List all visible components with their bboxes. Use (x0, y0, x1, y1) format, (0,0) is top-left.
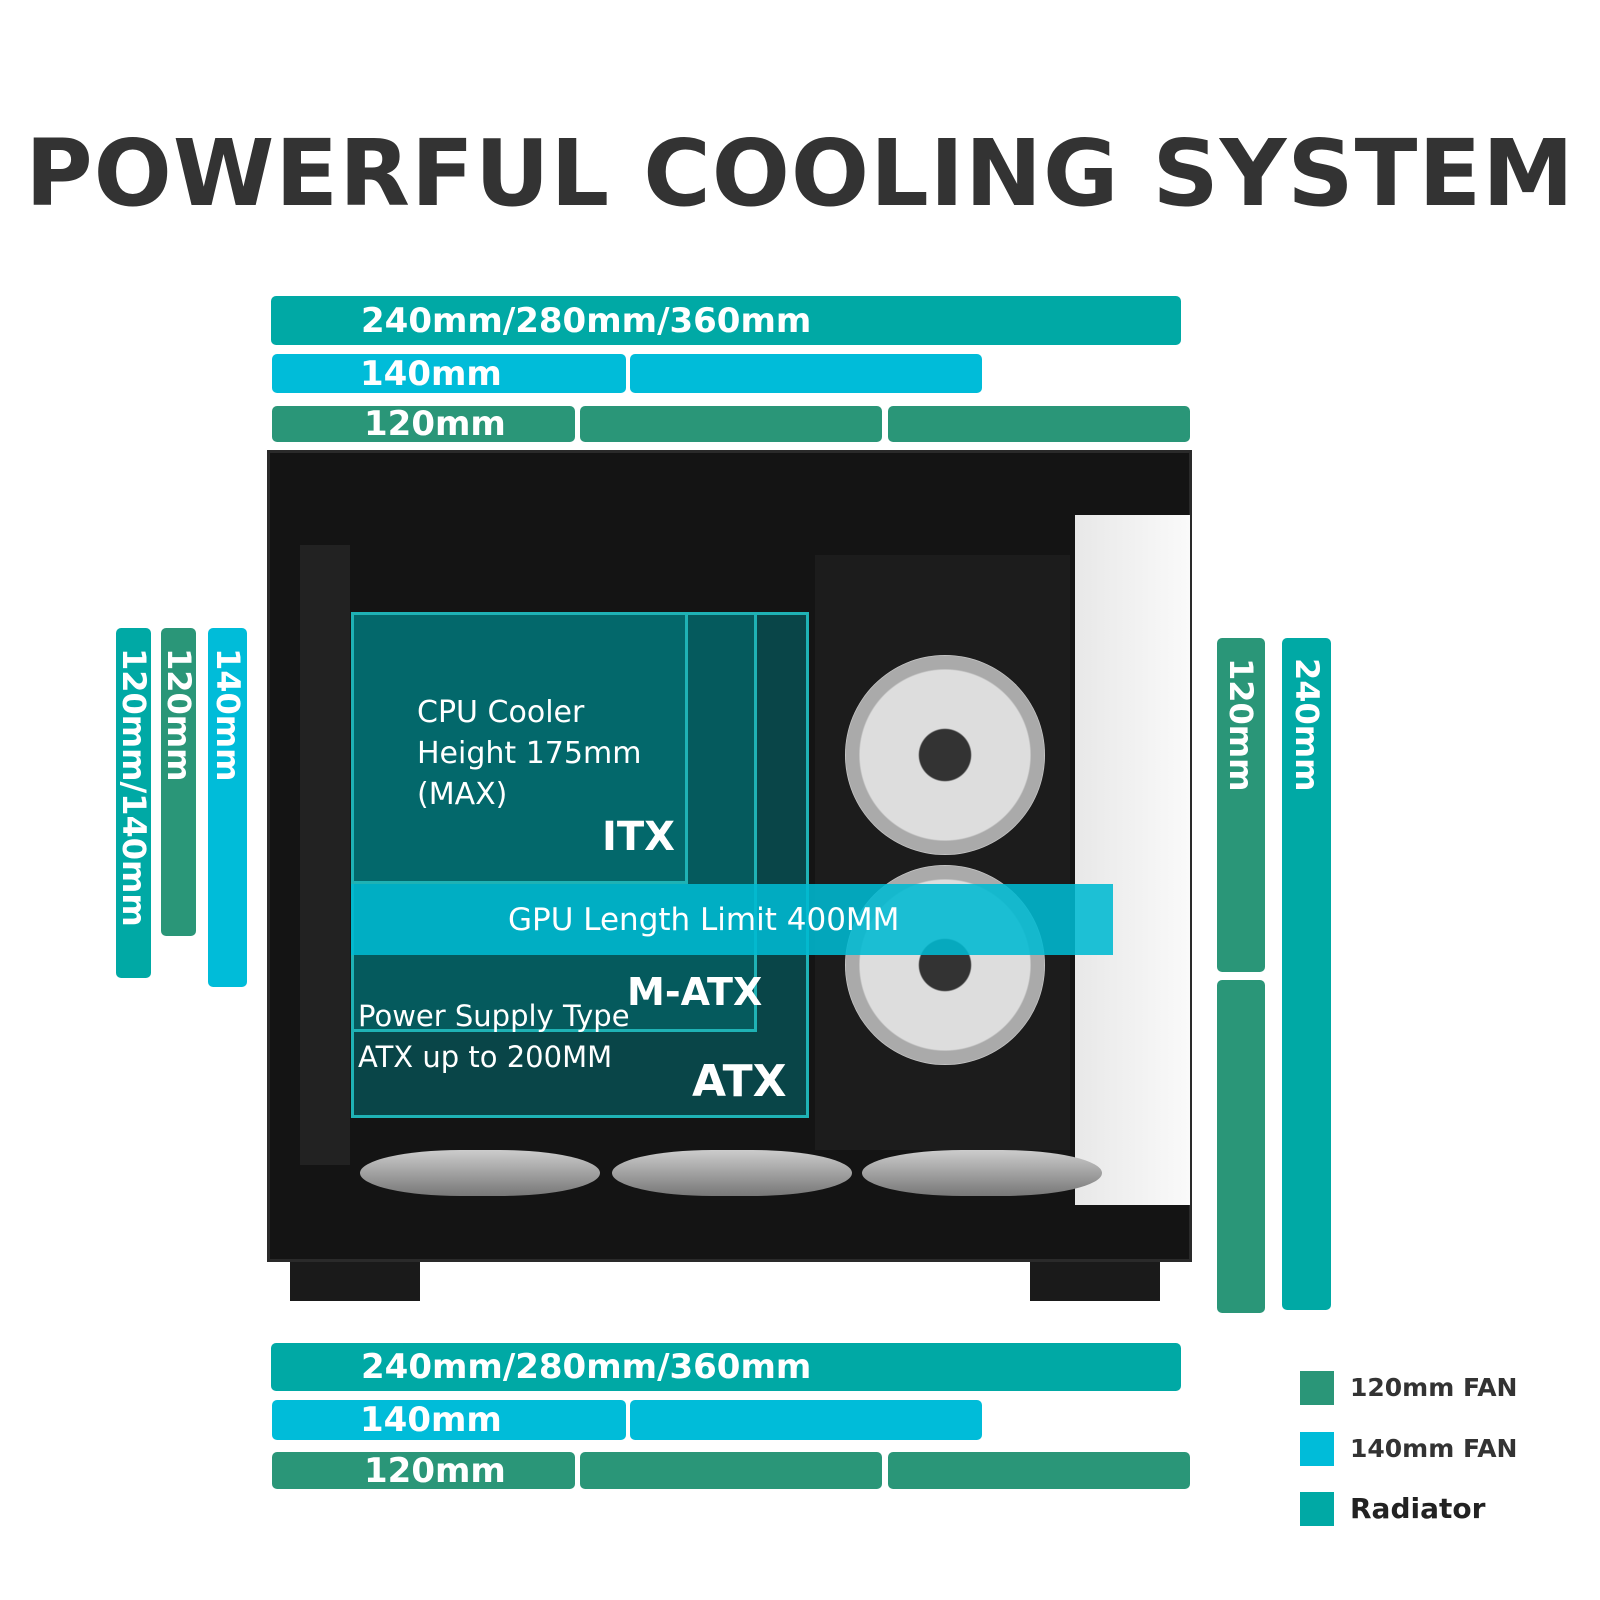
cpu-cooler-line: Height 175mm (417, 736, 642, 771)
right-120-label: 120mm (1222, 658, 1260, 792)
itx-board-area (351, 612, 688, 884)
side-glass (1075, 515, 1190, 1205)
legend-label-120: 120mm FAN (1350, 1373, 1518, 1402)
bottom-radiator-bar: 240mm/280mm/360mm (271, 1343, 1181, 1391)
legend-swatch-radiator (1300, 1492, 1334, 1526)
psu-label: Power Supply Type ATX up to 200MM (358, 996, 630, 1078)
left-120-label: 120mm (159, 648, 198, 782)
right-radiator-label: 240mm (1287, 658, 1326, 792)
itx-label: ITX (602, 814, 676, 860)
top-120-fan-bar-3 (888, 406, 1190, 442)
page-title: POWERFUL COOLING SYSTEM (25, 120, 1575, 227)
bottom-140-fan-bar-2 (630, 1400, 982, 1440)
bottom-120-fan-bar-2 (580, 1452, 882, 1489)
bottom-fan-3 (862, 1150, 1102, 1196)
bottom-140-fan-bar: 140mm (272, 1400, 626, 1440)
legend-label-140: 140mm FAN (1350, 1434, 1518, 1463)
legend-swatch-140 (1300, 1432, 1334, 1466)
atx-label: ATX (692, 1056, 787, 1107)
psu-line: Power Supply Type (358, 999, 630, 1033)
rear-panel (300, 545, 350, 1165)
top-radiator-bar: 240mm/280mm/360mm (271, 296, 1181, 345)
left-140-label: 140mm (208, 648, 247, 782)
left-radiator-label: 120mm/140mm (114, 648, 153, 927)
psu-line: ATX up to 200MM (358, 1040, 613, 1074)
matx-label: M-ATX (627, 970, 763, 1014)
front-fan-top (845, 655, 1045, 855)
right-120-fan-bar: 120mm (1217, 638, 1265, 972)
cpu-cooler-line: CPU Cooler (417, 695, 585, 730)
gpu-length-band (351, 884, 1113, 955)
case-foot-right (1030, 1255, 1160, 1301)
bottom-fan-1 (360, 1150, 600, 1196)
right-radiator-bar: 240mm (1282, 638, 1331, 1310)
legend-swatch-120 (1300, 1371, 1334, 1405)
top-120-fan-bar: 120mm (272, 404, 575, 444)
matx-board-area (351, 612, 757, 1032)
cpu-cooler-label: CPU Cooler Height 175mm (MAX) (417, 692, 641, 815)
gpu-length-label: GPU Length Limit 400MM (508, 902, 900, 938)
atx-board-area (351, 612, 809, 1118)
top-120-fan-bar-2 (580, 406, 882, 442)
left-140-fan-bar: 140mm (208, 628, 247, 987)
legend-label-radiator: Radiator (1350, 1492, 1486, 1525)
top-140-fan-bar: 140mm (272, 354, 626, 394)
cpu-cooler-line: (MAX) (417, 777, 508, 812)
bottom-120-fan-bar: 120mm (272, 1451, 575, 1491)
left-120-fan-bar: 120mm (159, 628, 198, 936)
bottom-120-fan-bar-3 (888, 1452, 1190, 1489)
left-radiator-bar: 120mm/140mm (114, 628, 153, 978)
case-foot-left (290, 1255, 420, 1301)
top-140-fan-bar-2 (630, 354, 982, 393)
right-120-fan-bar-2 (1217, 980, 1265, 1313)
bottom-fan-2 (612, 1150, 852, 1196)
